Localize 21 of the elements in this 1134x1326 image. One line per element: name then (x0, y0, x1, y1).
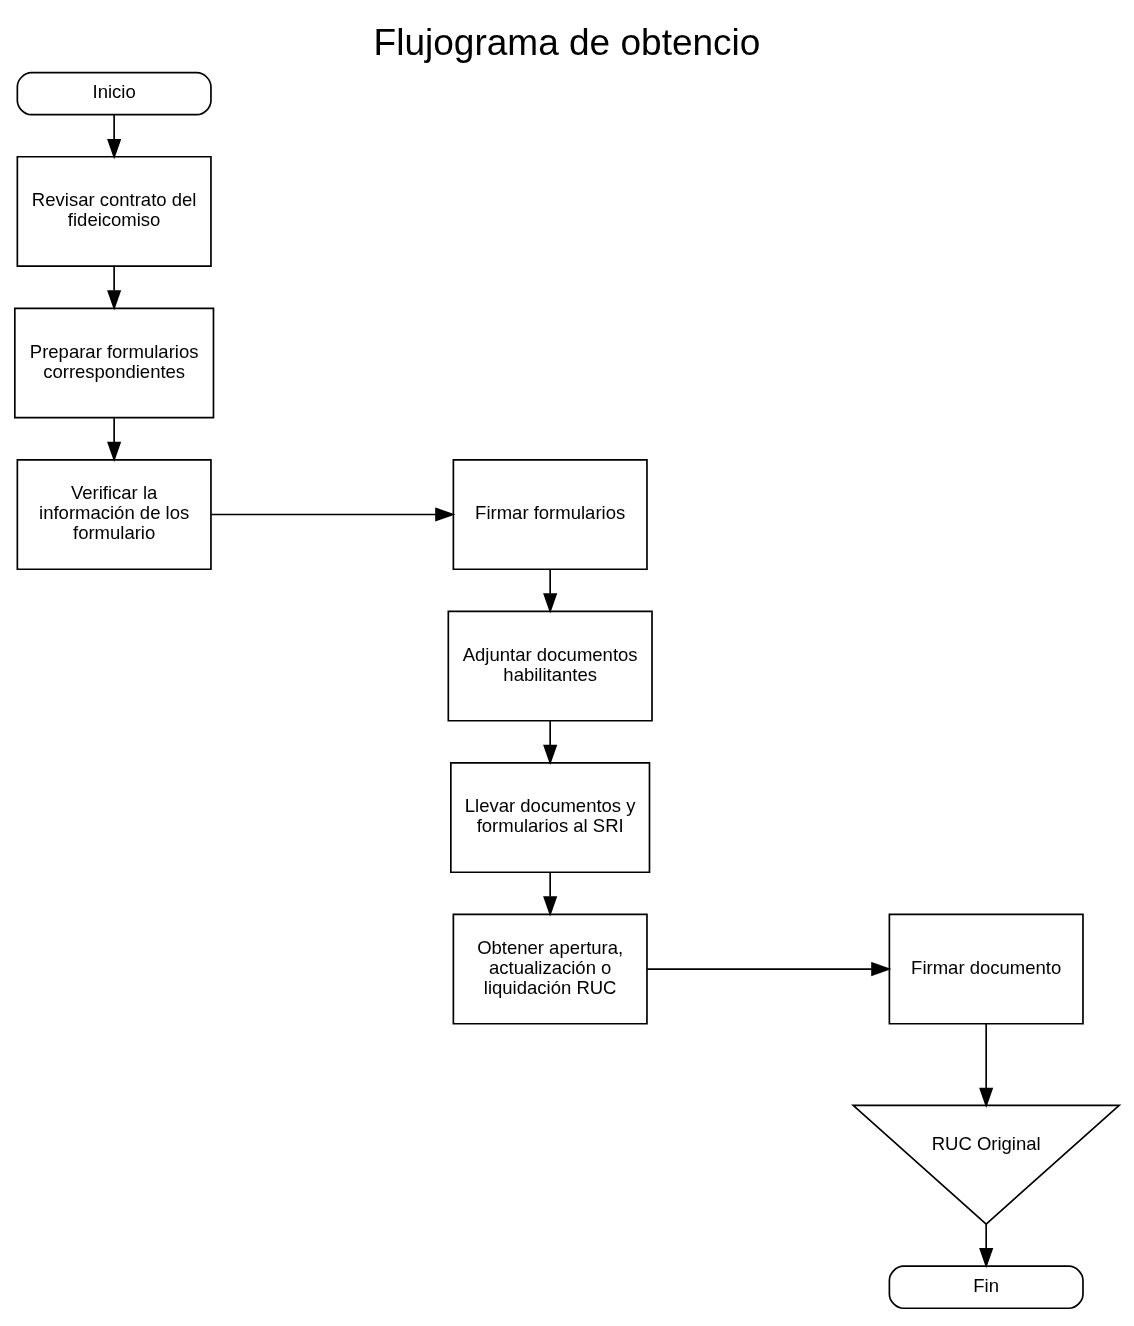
node-box: Llevar documentos y formularios al SRI (450, 761, 651, 873)
node-box: Adjuntar documentos habilitantes (447, 609, 653, 722)
arrow (543, 719, 558, 765)
node-box: Preparar formularios correspondientes (14, 306, 215, 419)
node-box: Firmar formularios (452, 458, 648, 570)
diagram-title: Flujograma de obtencio (373, 20, 761, 63)
arrow (107, 265, 122, 310)
arrow (107, 416, 122, 462)
arrow (210, 506, 456, 522)
arrow (543, 568, 558, 613)
node-box: Firmar documento (888, 913, 1084, 1025)
node-box: Obtener apertura, actualización o liquidación RUC (452, 913, 648, 1025)
node-box: Fin (888, 1264, 1084, 1309)
arrow (543, 871, 558, 916)
node-box: Inicio (16, 71, 212, 116)
arrow (979, 1222, 994, 1268)
arrow (107, 113, 122, 159)
node-box: Revisar contrato del fideicomiso (16, 155, 212, 267)
arrow (646, 961, 892, 976)
node-box: Verificar la información de los formulario (16, 458, 212, 570)
arrow (979, 1022, 994, 1108)
